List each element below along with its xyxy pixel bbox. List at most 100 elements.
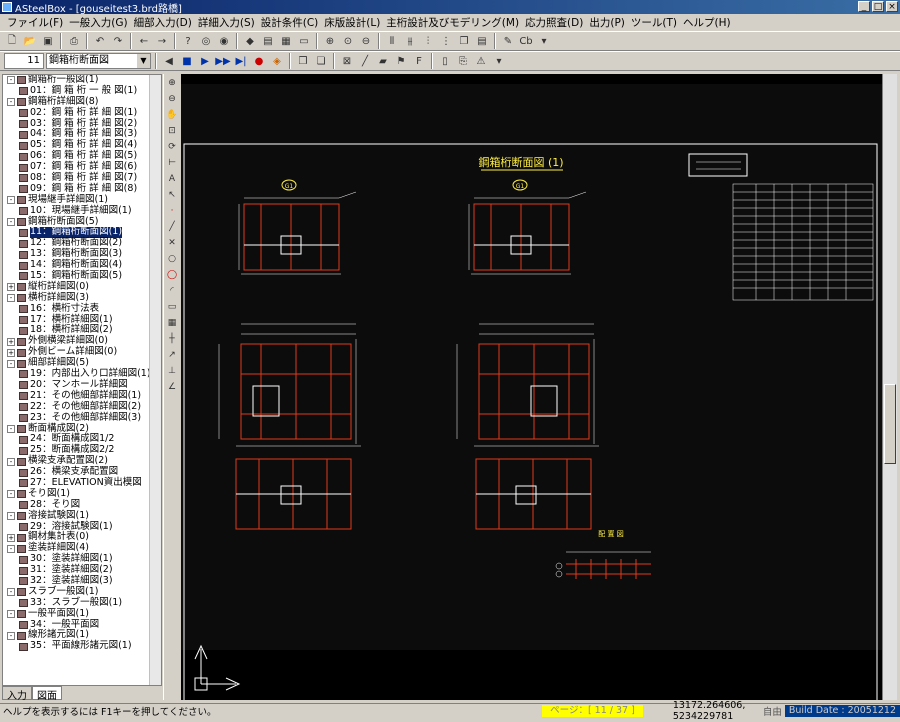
menu-item[interactable]: 応力照査(D) (525, 16, 584, 29)
tree-item[interactable]: 31：塗装詳細図(2) (3, 564, 161, 576)
calc-icon[interactable]: ◎ (201, 35, 211, 47)
tree-item[interactable]: 22：その他細部詳細図(2) (3, 401, 161, 413)
tree-item[interactable]: 03：鋼 箱 桁 詳 細 図(2) (3, 118, 161, 130)
tree-item[interactable]: 02：鋼 箱 桁 詳 細 図(1) (3, 107, 161, 119)
collapse-icon[interactable]: - (7, 490, 15, 499)
tree-item[interactable]: 04：鋼 箱 桁 詳 細 図(3) (3, 129, 161, 140)
snap-icon[interactable]: ┼ (169, 334, 175, 344)
copy-view-icon[interactable]: ❒ (298, 55, 308, 67)
window-icon[interactable]: ▭ (299, 35, 309, 47)
tree-group[interactable]: -鋼箱桁詳細図(8) (3, 96, 161, 108)
edit-text-icon[interactable]: ✎ (503, 35, 513, 47)
tree-group[interactable]: -横桁詳細図(3) (3, 292, 161, 304)
tree-item[interactable]: 25：断面構成図2/2 (3, 444, 161, 456)
save-icon[interactable]: ▣ (43, 35, 53, 47)
tree-group[interactable]: -そり図(1) (3, 488, 161, 500)
tree-group[interactable]: -一般平面図(1) (3, 608, 161, 620)
collapse-icon[interactable]: - (7, 294, 15, 303)
collapse-icon[interactable]: - (7, 588, 15, 597)
tree-item[interactable]: 23：その他細部詳細図(3) (3, 412, 161, 424)
tree-item[interactable]: 29：溶接試験図(1) (3, 521, 161, 533)
arc-icon[interactable]: ◜ (170, 286, 174, 296)
dropdown-icon[interactable]: ▾ (496, 55, 502, 67)
tree-item[interactable]: 26：横梁支承配置図 (3, 466, 161, 478)
scroll-thumb[interactable] (884, 384, 896, 464)
view-select[interactable]: 鋼箱桁断面図 ▼ (46, 53, 151, 69)
tree-item[interactable]: 34：一般平面図 (3, 619, 161, 631)
close-button[interactable]: × (886, 1, 898, 12)
font-icon[interactable]: F (416, 55, 422, 67)
pan-icon[interactable]: ✋ (166, 110, 178, 120)
zoom-in-icon[interactable]: ⊕ (168, 78, 176, 88)
page-number-input[interactable]: 11 (4, 53, 44, 69)
collapse-icon[interactable]: - (7, 631, 15, 640)
line-tool-icon[interactable]: ╱ (361, 55, 369, 67)
circle-red-icon[interactable]: ◯ (166, 270, 178, 280)
cb-icon[interactable]: Cb (519, 35, 533, 47)
collapse-icon[interactable]: - (7, 76, 15, 85)
warning-icon[interactable]: ⚠ (476, 55, 486, 67)
tree-item[interactable]: 14：鋼箱桁断面図(4) (3, 259, 161, 271)
tree-group[interactable]: -鋼箱桁一般図(1) (3, 75, 161, 86)
menu-item[interactable]: 床版設計(L) (324, 16, 381, 29)
collapse-icon[interactable]: - (7, 359, 15, 368)
tree-group[interactable]: -現場継手詳細図(1) (3, 194, 161, 206)
export-icon[interactable]: ⎘ (459, 55, 467, 67)
collapse-icon[interactable]: - (7, 610, 15, 619)
tab-drawing[interactable]: 図面 (32, 686, 62, 702)
menu-item[interactable]: ヘルプ(H) (682, 16, 731, 29)
tree-item[interactable]: 28：そり図 (3, 499, 161, 511)
redo-icon[interactable]: ↷ (113, 35, 123, 47)
tree-item[interactable]: 21：その他細部詳細図(1) (3, 390, 161, 402)
play-icon[interactable]: ▶ (201, 55, 209, 67)
tree-group[interactable]: +外側横梁詳細図(0) (3, 335, 161, 347)
select-icon[interactable]: ↖ (168, 190, 176, 200)
tree-item[interactable]: 12：鋼箱桁断面図(2) (3, 237, 161, 249)
tree-item[interactable]: 11：鋼箱桁断面図(1) (3, 227, 161, 239)
tree-group[interactable]: -細部詳細図(5) (3, 357, 161, 369)
expand-icon[interactable]: + (7, 283, 15, 292)
menu-item[interactable]: ファイル(F) (7, 16, 64, 29)
hatch-icon[interactable]: ▦ (167, 318, 177, 328)
menu-item[interactable]: 詳細入力(S) (197, 16, 255, 29)
tree-item[interactable]: 13：鋼箱桁断面図(3) (3, 248, 161, 260)
text-icon[interactable]: A (168, 174, 176, 184)
record-icon[interactable]: ● (254, 55, 264, 67)
open-folder-icon[interactable]: 📂 (23, 35, 37, 47)
tree-group[interactable]: -断面構成図(2) (3, 423, 161, 435)
angle-icon[interactable]: ∠ (167, 382, 177, 392)
collapse-icon[interactable]: - (7, 196, 15, 205)
tree-group[interactable]: -横梁支承配置図(2) (3, 455, 161, 467)
paste-icon[interactable]: ▤ (477, 35, 487, 47)
tree-item[interactable]: 09：鋼 箱 桁 詳 細 図(8) (3, 183, 161, 195)
collapse-icon[interactable]: - (7, 98, 15, 107)
flag-icon[interactable]: ⚑ (396, 55, 406, 67)
tree-item[interactable]: 07：鋼 箱 桁 詳 細 図(6) (3, 161, 161, 173)
dimension-icon[interactable]: ⊢ (168, 158, 176, 168)
menu-item[interactable]: 設計条件(C) (260, 16, 319, 29)
circle-icon[interactable]: ○ (168, 254, 176, 264)
close-view-icon[interactable]: ⊠ (342, 55, 352, 67)
copy-icon[interactable]: ❐ (459, 35, 469, 47)
tree-item[interactable]: 20：マンホール詳細図 (3, 379, 161, 391)
back-icon[interactable]: ← (139, 35, 149, 47)
fill-icon[interactable]: ▰ (379, 55, 387, 67)
tree-item[interactable]: 32：塗装詳細図(3) (3, 575, 161, 587)
tree-item[interactable]: 01：鋼 箱 桁 一 般 図(1) (3, 85, 161, 97)
tree-item[interactable]: 18：横桁詳細図(2) (3, 325, 161, 336)
refresh-icon[interactable]: ⟳ (168, 142, 176, 152)
tree-item[interactable]: 24：断面構成図1/2 (3, 433, 161, 445)
tree-group[interactable]: +鋼材集計表(0) (3, 532, 161, 543)
menu-item[interactable]: ツール(T) (630, 16, 677, 29)
expand-icon[interactable]: + (7, 348, 15, 357)
doc-icon[interactable]: ▯ (442, 55, 448, 67)
new-file-icon[interactable]: 🗋 (7, 34, 17, 46)
stop-icon[interactable]: ■ (182, 55, 192, 67)
distribute-icon[interactable]: ⋮ (441, 35, 451, 47)
collapse-icon[interactable]: - (7, 457, 15, 466)
cross-icon[interactable]: ✕ (168, 238, 176, 248)
tree-group[interactable]: +縦桁詳細図(0) (3, 281, 161, 293)
tree-item[interactable]: 35：平面線形諸元図(1) (3, 640, 161, 652)
minimize-button[interactable]: _ (858, 1, 870, 12)
expand-icon[interactable]: + (7, 533, 15, 542)
